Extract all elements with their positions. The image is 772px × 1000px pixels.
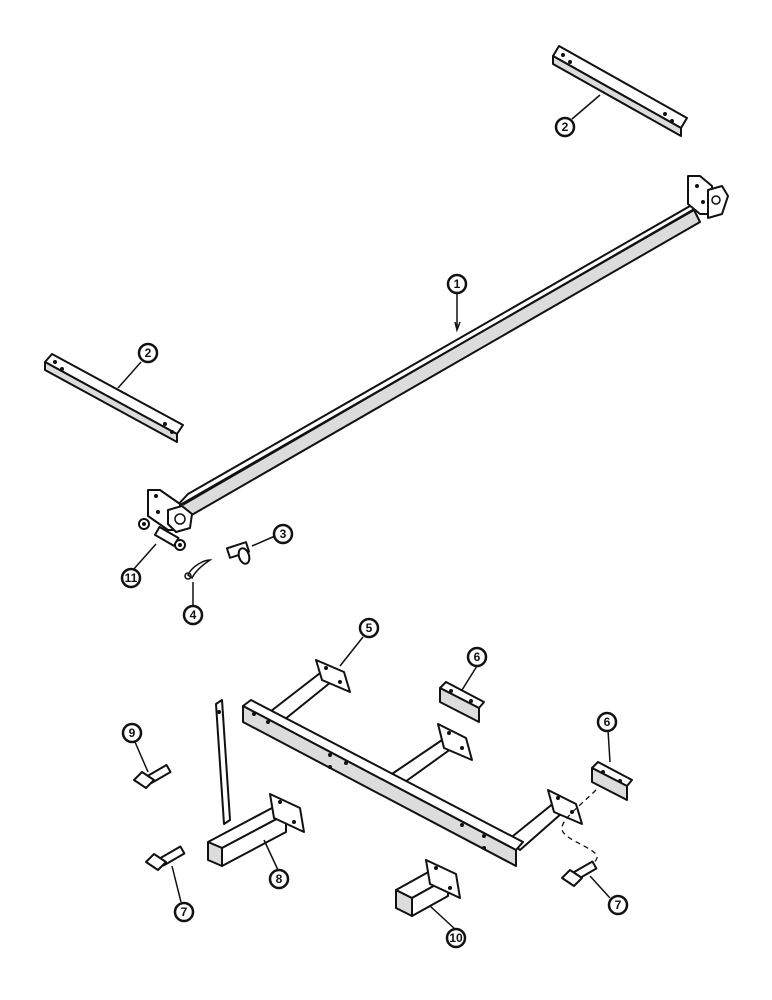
leader-2-top (571, 94, 601, 120)
callout-10: 10 (445, 927, 467, 949)
svg-text:6: 6 (604, 715, 611, 729)
svg-text:2: 2 (145, 346, 152, 360)
plate-left (44, 353, 184, 443)
svg-text:1: 1 (454, 277, 461, 291)
callout-8: 8 (268, 868, 290, 890)
lower-frame (242, 659, 583, 867)
clevis-pin (138, 518, 186, 551)
tube-bracket (207, 699, 305, 867)
bolt-lower-left (145, 845, 186, 871)
svg-text:2: 2 (562, 120, 569, 134)
leader-10 (429, 905, 457, 931)
svg-text:7: 7 (181, 905, 188, 919)
svg-text:10: 10 (449, 931, 463, 945)
svg-text:11: 11 (125, 571, 138, 585)
shim-plate-upper (439, 681, 485, 723)
svg-text:8: 8 (276, 872, 283, 886)
callout-2-left: 2 (137, 342, 159, 364)
pin (225, 541, 251, 565)
callout-3: 3 (272, 523, 294, 545)
plate-top-right (552, 45, 688, 137)
svg-text:4: 4 (190, 608, 197, 622)
leader-3 (251, 535, 276, 547)
svg-text:7: 7 (615, 898, 622, 912)
leader-7-right (589, 875, 611, 899)
leader-7-left (171, 865, 182, 903)
svg-text:6: 6 (474, 650, 481, 664)
leader-8 (263, 839, 279, 871)
callout-9: 9 (121, 722, 143, 744)
svg-text:3: 3 (280, 527, 287, 541)
bolt-upper-left (133, 764, 172, 789)
leader-6-upper (461, 665, 478, 691)
callout-7-right: 7 (607, 894, 629, 916)
svg-text:9: 9 (129, 726, 136, 740)
short-tube (395, 859, 461, 917)
callout-2-top: 2 (554, 116, 576, 138)
leader-9 (134, 741, 149, 773)
leader-2-left (117, 361, 142, 389)
callout-6-right: 6 (596, 711, 618, 733)
leader-1 (454, 293, 461, 333)
callout-7-left: 7 (173, 901, 195, 923)
bolt-lower-right (561, 860, 598, 887)
callout-4: 4 (182, 604, 204, 626)
callout-11: 11 (120, 567, 142, 589)
svg-text:5: 5 (366, 621, 373, 635)
callout-5: 5 (358, 617, 380, 639)
callout-1: 1 (446, 273, 468, 295)
leader-5 (339, 636, 364, 667)
shim-plate-right (591, 761, 633, 801)
callout-6-upper: 6 (466, 646, 488, 668)
cotter-pin (184, 559, 213, 580)
leader-6-right (607, 729, 611, 763)
main-tube (147, 175, 729, 533)
leader-11 (132, 543, 157, 571)
